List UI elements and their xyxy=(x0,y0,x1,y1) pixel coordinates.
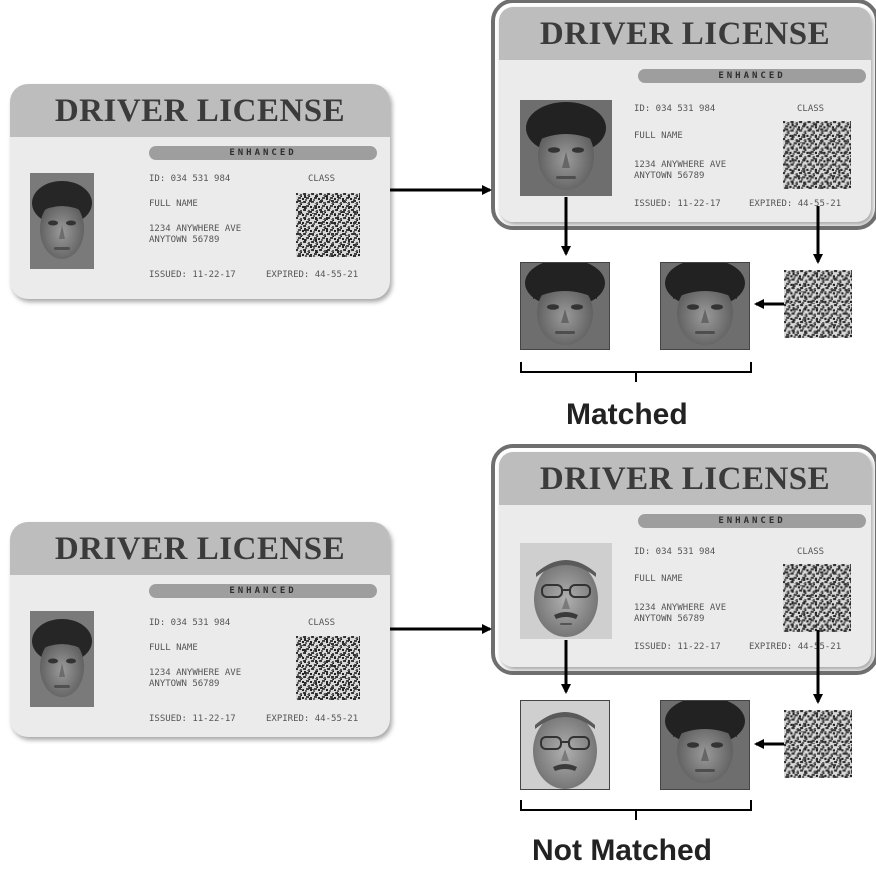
qr-decoded-face-photo-top xyxy=(660,262,750,350)
full-name-label: FULL NAME xyxy=(149,199,198,209)
class-label: CLASS xyxy=(308,618,336,628)
id-number: ID: 034 531 984 xyxy=(149,618,231,628)
id-number: ID: 034 531 984 xyxy=(634,104,716,114)
face-photo-young-man xyxy=(520,100,612,196)
issued-date: ISSUED: 11-22-17 xyxy=(634,199,721,209)
issued-date: ISSUED: 11-22-17 xyxy=(149,714,236,724)
expired-date: EXPIRED: 44-55-21 xyxy=(749,199,842,209)
class-label: CLASS xyxy=(797,547,825,557)
qr-code-icon xyxy=(296,636,360,700)
extracted-face-photo-bottom xyxy=(520,700,610,790)
qr-code-icon xyxy=(296,193,360,257)
enhanced-badge: ENHANCED xyxy=(149,584,377,598)
license-card-source-bottom: DRIVER LICENSE ENHANCED ID: 034 531 984 … xyxy=(10,522,390,737)
address-line-1: 1234 ANYWHERE AVE xyxy=(149,224,242,234)
card-title: DRIVER LICENSE xyxy=(499,7,871,60)
extracted-qr-code-icon-bottom xyxy=(784,710,852,778)
enhanced-badge: ENHANCED xyxy=(638,69,866,83)
address-line-2: ANYTOWN 56789 xyxy=(634,614,705,624)
bracket-top xyxy=(520,362,752,382)
issued-date: ISSUED: 11-22-17 xyxy=(634,642,721,652)
extracted-qr-code-icon-top xyxy=(784,270,852,338)
license-card-source-top: DRIVER LICENSE ENHANCED ID: 034 531 984 … xyxy=(10,84,390,299)
result-not-matched-label: Not Matched xyxy=(532,834,712,867)
full-name-label: FULL NAME xyxy=(634,131,683,141)
face-photo-young-man xyxy=(30,611,94,707)
card-title: DRIVER LICENSE xyxy=(10,522,390,575)
address-line-1: 1234 ANYWHERE AVE xyxy=(634,160,727,170)
class-label: CLASS xyxy=(797,104,825,114)
enhanced-badge: ENHANCED xyxy=(638,514,866,528)
id-number: ID: 034 531 984 xyxy=(634,547,716,557)
extracted-face-photo-top xyxy=(520,262,610,350)
class-label: CLASS xyxy=(308,174,336,184)
issued-date: ISSUED: 11-22-17 xyxy=(149,270,236,280)
address-line-2: ANYTOWN 56789 xyxy=(149,679,220,689)
full-name-label: FULL NAME xyxy=(634,574,683,584)
expired-date: EXPIRED: 44-55-21 xyxy=(266,270,359,280)
enhanced-badge: ENHANCED xyxy=(149,146,377,160)
qr-code-icon xyxy=(783,121,851,189)
id-number: ID: 034 531 984 xyxy=(149,174,231,184)
face-photo-man-with-glasses xyxy=(520,543,612,639)
expired-date: EXPIRED: 44-55-21 xyxy=(266,714,359,724)
address-line-2: ANYTOWN 56789 xyxy=(149,235,220,245)
card-title: DRIVER LICENSE xyxy=(10,84,390,137)
license-card-verified-top: DRIVER LICENSE ENHANCED ID: 034 531 984 … xyxy=(491,0,876,230)
card-title: DRIVER LICENSE xyxy=(499,452,871,505)
face-photo-young-man xyxy=(30,173,94,269)
result-matched-label: Matched xyxy=(566,398,688,431)
full-name-label: FULL NAME xyxy=(149,643,198,653)
bracket-bottom xyxy=(520,800,752,820)
address-line-2: ANYTOWN 56789 xyxy=(634,171,705,181)
qr-code-icon xyxy=(783,564,851,632)
qr-decoded-face-photo-bottom xyxy=(660,700,750,790)
address-line-1: 1234 ANYWHERE AVE xyxy=(149,668,242,678)
address-line-1: 1234 ANYWHERE AVE xyxy=(634,603,727,613)
